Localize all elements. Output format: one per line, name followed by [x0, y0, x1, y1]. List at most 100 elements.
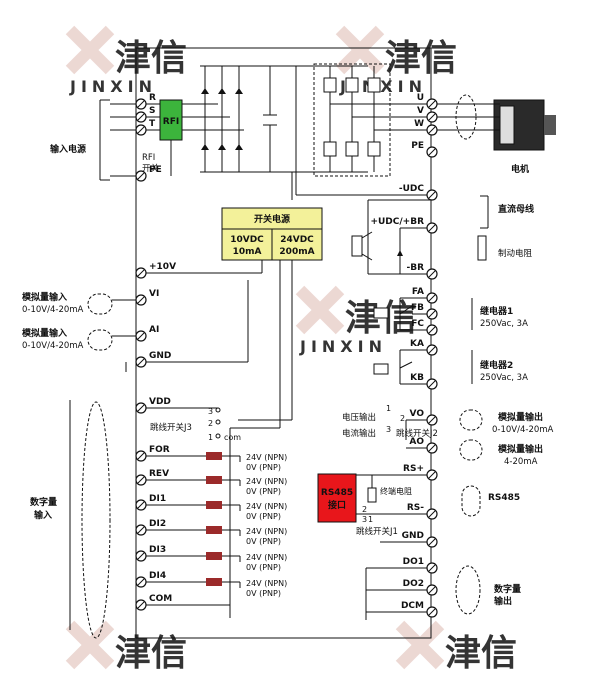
left-terminal: DI4 [135, 571, 166, 588]
left-terminal-label: DI1 [149, 494, 166, 504]
psu-title: 开关电源 [254, 213, 290, 225]
left-terminal-label: REV [149, 469, 169, 479]
psu-output-label: 200mA [279, 247, 314, 257]
left-terminal: AI [135, 325, 159, 342]
igbt-symbols [323, 77, 381, 257]
pin-number: 1 [208, 433, 213, 442]
motor-shaft [544, 115, 556, 135]
rs485-box-label: RS485 [321, 488, 353, 498]
relay-coil [373, 307, 389, 319]
diode-symbol [235, 88, 243, 94]
right-terminal: -BR [406, 263, 438, 280]
watermark-layer: 津信 JINXIN 津信 JINXIN 津信 JINXIN 津信 津信 [65, 25, 517, 674]
rs485-interface [317, 473, 357, 523]
right-terminal-label: PE [411, 141, 424, 151]
diode-symbol [397, 250, 403, 256]
right-terminal: FB [411, 303, 438, 320]
control-wiring [125, 260, 293, 618]
right-terminal-label: KA [410, 339, 424, 349]
right-terminal-label: RS- [407, 503, 424, 513]
left-terminal: R [135, 93, 156, 110]
inverter-enclosure [135, 47, 432, 639]
rfi-label: RFI [163, 117, 179, 127]
pin-number: 2 [362, 505, 367, 514]
right-terminal-label: FB [411, 303, 424, 313]
watermark-logo: 津信 [65, 620, 187, 674]
left-terminal: +10V [135, 262, 176, 279]
right-terminal: RS+ [403, 464, 438, 481]
right-terminal-label: U [417, 93, 424, 103]
input-resistor [206, 452, 222, 460]
relay1-rating: 250Vac, 3A [480, 319, 528, 329]
igbt-symbol [367, 77, 381, 93]
npn-label: 24V (NPN) [246, 453, 287, 462]
jumper-j3: 3 2 1 com 跳线开关J3 [150, 407, 241, 442]
left-terminal-label: T [149, 119, 156, 129]
right-terminal-label: AO [409, 437, 424, 447]
watermark-brand: 津信 [115, 38, 187, 79]
left-terminal: S [135, 106, 155, 123]
pin-number: 3 [208, 407, 213, 416]
watermark-brand: 津信 [115, 633, 187, 674]
right-terminal: GND [402, 531, 438, 548]
voltage-output-label: 电压输出 [342, 412, 376, 423]
left-terminal: VDD [135, 397, 171, 414]
motor-terminal-box [499, 105, 515, 145]
pin-number: 2 [400, 414, 405, 423]
npn-pnp-labels: 24V (NPN) 0V (PNP) 24V (NPN) 0V (PNP) 24… [246, 453, 287, 598]
jumper-j2-label: 跳线开关J2 [396, 428, 438, 439]
pnp-label: 0V (PNP) [246, 589, 281, 598]
pnp-label: 0V (PNP) [246, 563, 281, 572]
right-terminal-label: V [417, 106, 424, 116]
j3-com-label: com [224, 433, 241, 442]
analog-input-range: 0-10V/4-20mA [22, 341, 84, 351]
pnp-label: 0V (PNP) [246, 463, 281, 472]
input-resistor [206, 552, 222, 560]
left-terminal: DI3 [135, 545, 166, 562]
right-terminal: DCM [401, 601, 438, 618]
right-terminal: KB [410, 373, 438, 390]
left-terminal: T [135, 119, 156, 136]
pin-number: 1 [386, 404, 391, 413]
diode-symbol [218, 144, 226, 150]
left-terminal-label: GND [149, 351, 171, 361]
digital-input-wiring [146, 455, 241, 588]
diode-symbol [201, 88, 209, 94]
right-terminal: U [417, 93, 438, 110]
digital-input-label: 数字量 [30, 496, 57, 508]
watermark-logo: 津信 JINXIN [295, 285, 417, 356]
dc-bus-label: 直流母线 [498, 203, 534, 215]
left-terminal-label: COM [149, 594, 172, 604]
pin-number: 1 [368, 515, 373, 524]
analog-output-range: 4-20mA [504, 457, 538, 467]
left-terminal-label: DI2 [149, 519, 166, 529]
right-terminal-label: VO [410, 409, 425, 419]
left-terminal: FOR [135, 445, 170, 462]
analog-output-label: 模拟量输出 [498, 443, 543, 455]
digital-output-label: 输出 [494, 595, 512, 607]
term-resistor-label: 终端电阻 [380, 486, 412, 496]
npn-label: 24V (NPN) [246, 527, 287, 536]
digital-input-label: 输入 [34, 509, 52, 521]
right-terminal: RS- [407, 503, 438, 520]
left-terminal-label: AI [149, 325, 159, 335]
input-resistor [206, 476, 222, 484]
left-terminal: DI2 [135, 519, 166, 536]
left-terminal-label: S [149, 106, 155, 116]
right-terminal: +UDC/+BR [370, 217, 438, 234]
diode-symbol [235, 144, 243, 150]
left-terminal-label: R [149, 93, 156, 103]
left-terminal: PE [135, 165, 162, 182]
watermark-brand-en: JINXIN [299, 337, 387, 356]
left-terminal-label: DI3 [149, 545, 166, 555]
rfi-switch-label: RFI [142, 153, 155, 163]
right-terminal: KA [410, 339, 438, 356]
current-output-label: 电流输出 [342, 428, 376, 439]
left-terminal-label: FOR [149, 445, 170, 455]
right-terminal: FC [411, 319, 438, 336]
right-terminal-label: -BR [406, 263, 424, 273]
psu-output-label: 10VDC [230, 235, 264, 245]
right-terminal-label: FC [411, 319, 424, 329]
